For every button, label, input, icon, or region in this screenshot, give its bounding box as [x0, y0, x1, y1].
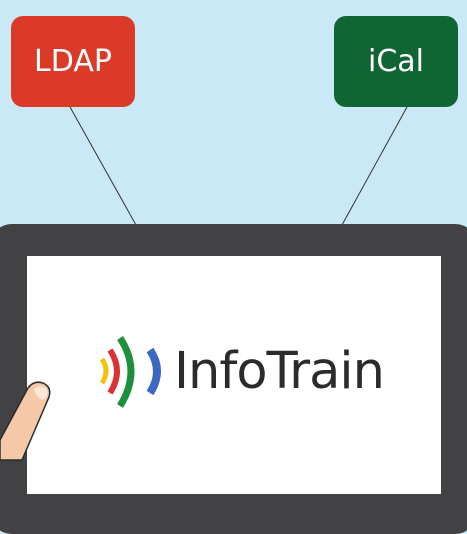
tablet-screen — [27, 256, 441, 494]
app-name: InfoTrain — [174, 342, 385, 401]
ldap-label: LDAP — [34, 44, 112, 79]
ical-badge: iCal — [334, 16, 458, 107]
ldap-badge: LDAP — [11, 16, 135, 107]
integration-diagram: LDAP iCal InfoTrain — [0, 16, 467, 534]
logo-arc-green — [116, 336, 135, 408]
logo-arc-red — [107, 348, 120, 395]
infotrain-logo-icon — [99, 336, 161, 408]
ical-connector — [341, 106, 408, 226]
finger-icon — [0, 381, 51, 461]
ical-label: iCal — [367, 44, 424, 79]
logo-arc-yellow — [99, 357, 109, 385]
connector-lines — [69, 106, 408, 226]
logo-arc-blue — [146, 347, 161, 396]
ldap-connector — [69, 106, 137, 226]
